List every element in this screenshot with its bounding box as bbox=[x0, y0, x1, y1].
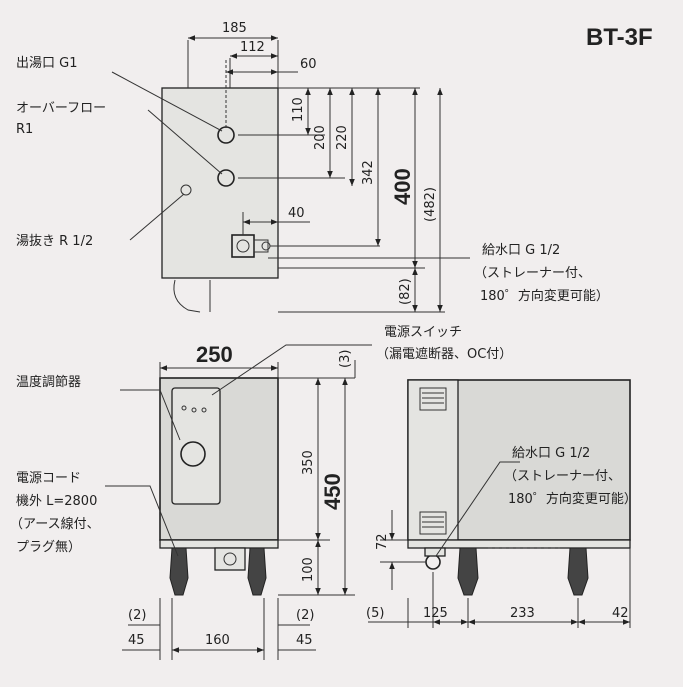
label-hot-outlet: 出湯口 G1 bbox=[16, 56, 77, 71]
dim-482: (482) bbox=[423, 187, 438, 222]
label-inlet-side-2: （ストレーナー付、 bbox=[504, 469, 621, 484]
label-switch-2: （漏電遮断器、OC付） bbox=[376, 346, 512, 362]
dim-342: 342 bbox=[361, 160, 376, 185]
label-inlet-top-2: （ストレーナー付、 bbox=[474, 266, 591, 281]
side-inlet-fitting-icon bbox=[425, 554, 441, 570]
dim-72: 72 bbox=[375, 533, 390, 550]
dim-233: 233 bbox=[510, 606, 535, 621]
vent-top-icon bbox=[419, 387, 447, 411]
label-inlet-top-1: 給水口 G 1/2 bbox=[482, 243, 560, 258]
dim-450: 450 bbox=[320, 473, 345, 510]
dim-160: 160 bbox=[205, 633, 230, 648]
dim-100: 100 bbox=[301, 557, 316, 582]
dim-110: 110 bbox=[291, 97, 306, 122]
label-overflow-1: オーバーフロー bbox=[16, 101, 106, 116]
label-drain: 湯抜き R 1/2 bbox=[16, 233, 93, 249]
control-panel bbox=[171, 387, 221, 505]
top-view-lip bbox=[173, 279, 201, 313]
dim-3: (3) bbox=[338, 350, 353, 368]
label-inlet-side-1: 給水口 G 1/2 bbox=[512, 446, 590, 461]
overflow-port-icon bbox=[217, 169, 235, 187]
label-inlet-side-3: 180゜方向変更可能） bbox=[508, 491, 637, 507]
dim-60: 60 bbox=[300, 57, 317, 72]
dim-40: 40 bbox=[288, 206, 305, 221]
label-cord-3: （アース線付、 bbox=[10, 516, 100, 532]
front-inlet-fitting-icon bbox=[214, 547, 246, 571]
dim-45-right: 45 bbox=[296, 633, 313, 648]
label-thermostat: 温度調節器 bbox=[16, 374, 81, 390]
thermostat-dial-icon bbox=[180, 441, 206, 467]
label-inlet-top-3: 180゜方向変更可能） bbox=[480, 288, 609, 304]
dim-220: 220 bbox=[335, 125, 350, 150]
dim-2-right: (2) bbox=[296, 608, 314, 623]
front-leg-right-icon bbox=[247, 547, 267, 596]
side-leg-right-icon bbox=[567, 547, 589, 596]
dim-400: 400 bbox=[390, 168, 415, 205]
top-view: 185 112 60 110 200 220 342 400 (482) (82… bbox=[16, 21, 609, 313]
vent-bottom-icon bbox=[419, 511, 447, 535]
front-view: 250 (3) 350 450 100 (2) (2) 45 160 45 電源… bbox=[10, 325, 512, 660]
dim-2-left: (2) bbox=[128, 608, 146, 623]
dim-200: 200 bbox=[313, 125, 328, 150]
drain-port-icon bbox=[180, 184, 192, 196]
dim-250: 250 bbox=[196, 342, 233, 367]
dim-125: 125 bbox=[423, 606, 448, 621]
label-switch-1: 電源スイッチ bbox=[384, 325, 462, 340]
model-label: BT-3F bbox=[586, 24, 653, 51]
dim-112: 112 bbox=[240, 40, 265, 55]
dim-45-left: 45 bbox=[128, 633, 145, 648]
side-leg-left-icon bbox=[457, 547, 479, 596]
label-cord-4: プラグ無） bbox=[16, 540, 81, 555]
label-cord-2: 機外 L=2800 bbox=[16, 494, 97, 509]
dim-82: (82) bbox=[398, 278, 413, 305]
label-overflow-2: R1 bbox=[16, 122, 33, 137]
dim-5: (5) bbox=[366, 606, 384, 621]
dim-42: 42 bbox=[612, 606, 629, 621]
label-cord-1: 電源コード bbox=[16, 471, 81, 486]
side-view: 72 (5) 125 233 42 給水口 G 1/2 （ストレーナー付、 18… bbox=[366, 379, 637, 628]
dim-185: 185 bbox=[222, 21, 247, 36]
front-leg-left-icon bbox=[169, 547, 189, 596]
dim-350: 350 bbox=[301, 450, 316, 475]
